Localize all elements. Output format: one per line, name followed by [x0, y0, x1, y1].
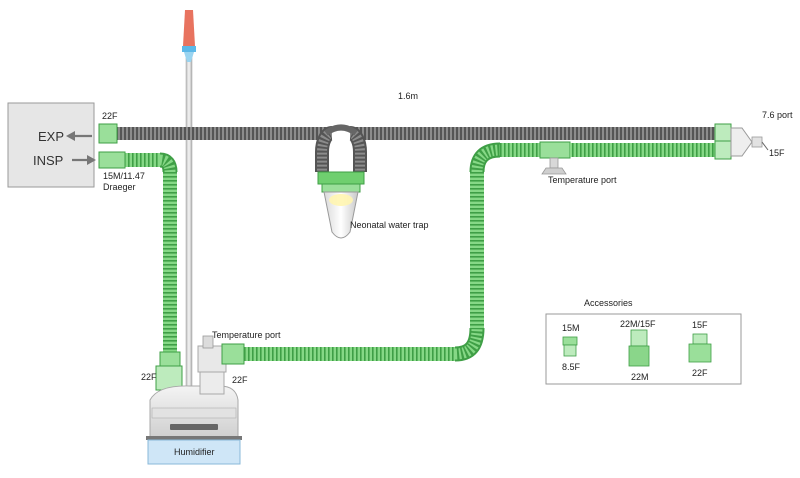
accessories-panel: Accessories 15M 8.5F 22M/15F 22M 15F 22F: [545, 298, 742, 385]
accessory-2-top-label: 22M/15F: [620, 319, 656, 329]
accessory-3-top-label: 15F: [692, 320, 708, 330]
insp-port-label: 15M/11.47: [103, 171, 145, 181]
humidifier-outlet: [197, 335, 245, 395]
insp-brand-label: Draeger: [103, 182, 136, 192]
accessory-1-bottom-label: 8.5F: [562, 362, 581, 372]
y-piece: [730, 127, 769, 157]
exp-label: EXP: [38, 129, 64, 144]
y-connector-label: 15F: [769, 148, 785, 158]
length-label: 1.6m: [398, 91, 418, 101]
temperature-port-lower-connector: [202, 335, 214, 349]
inspiratory-limb-to-humidifier: [98, 151, 183, 391]
inspiratory-limb: [244, 140, 732, 362]
accessory-2-bottom-label: 22M: [631, 372, 649, 382]
iv-pole: [182, 10, 196, 415]
exp-arrow-icon: [66, 131, 92, 141]
pole-red-cap: [183, 10, 195, 46]
ventilator-box: EXP INSP: [7, 102, 96, 188]
temperature-port-upper-connector: [541, 157, 567, 175]
humidifier-base: [147, 439, 241, 465]
accessories-title: Accessories: [584, 298, 633, 308]
accessory-3-connector-icon: [688, 333, 712, 363]
humidifier: Humidifier: [146, 385, 242, 465]
temperature-port-upper-label: Temperature port: [548, 175, 617, 185]
water-trap-label: Neonatal water trap: [350, 220, 429, 230]
humidifier-inlet-label: 22F: [141, 372, 157, 382]
insp-arrow-icon: [72, 155, 96, 165]
expiratory-limb: [98, 123, 732, 172]
insp-label: INSP: [33, 153, 63, 168]
humidifier-outlet-label: 22F: [232, 375, 248, 385]
temperature-port-lower-label: Temperature port: [212, 330, 281, 340]
water-trap: [317, 171, 365, 239]
y-port-label: 7.6 port: [762, 110, 793, 120]
accessory-1-connector-icon: [562, 336, 578, 357]
accessory-3-bottom-label: 22F: [692, 368, 708, 378]
humidifier-label: Humidifier: [174, 447, 215, 457]
accessory-1-top-label: 15M: [562, 323, 580, 333]
exp-port-label: 22F: [102, 111, 118, 121]
diagram-labels: 22F 15M/11.47 Draeger 1.6m 7.6 port 15F …: [102, 91, 793, 385]
accessory-2-connector-icon: [628, 329, 650, 367]
